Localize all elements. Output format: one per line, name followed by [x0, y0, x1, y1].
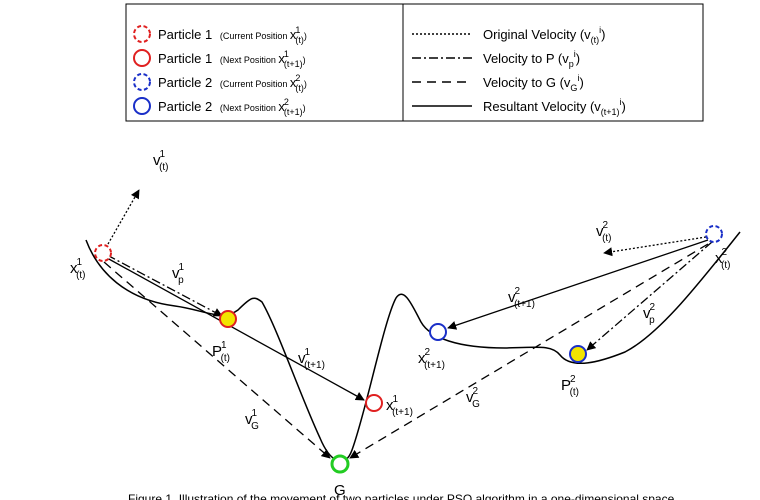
svg-text:Resultant Velocity (v(t+1)i): Resultant Velocity (v(t+1)i) — [483, 97, 626, 117]
legend-particle-label: Particle 2 — [158, 75, 212, 90]
svg-text:Velocity to G (vGi): Velocity to G (vGi) — [483, 73, 584, 93]
p2-resultant-velocity-arrow — [447, 239, 709, 330]
legend-particle-1-current: Particle 1 (Current Position x1(t)) — [133, 25, 307, 45]
label-v1-t1: v1(t+1) — [298, 347, 325, 371]
particle-2-next-marker — [429, 323, 447, 341]
legend-resultant-velocity: Resultant Velocity (v(t+1)i) — [412, 97, 626, 117]
legend: Particle 1 (Current Position x1(t)) Part… — [125, 3, 704, 122]
svg-text:Particle 1 (Current Po: Particle 1 (Current Position x1(t)) — [158, 25, 307, 45]
p2-personal-best-marker — [569, 345, 587, 363]
label-G: G — [334, 482, 346, 499]
legend-particle-label: Particle 1 — [158, 51, 212, 66]
legend-red-dashed-circle-icon — [133, 25, 151, 43]
figure-caption: Figure 1. Illustration of the movement o… — [128, 492, 675, 500]
legend-particle-note: (Current Position — [220, 31, 290, 41]
p2-velocity-to-p-arrow — [586, 241, 713, 351]
label-P2-t: P2(t) — [561, 374, 579, 398]
label-x1-t: x1(t) — [70, 257, 86, 281]
legend-particle-2-current: Particle 2 (Current Position x2(t)) — [133, 73, 307, 93]
svg-text:Particle 2 (Current Po: Particle 2 (Current Position x2(t)) — [158, 73, 307, 93]
svg-text:Particle 1 (Next Posit: Particle 1 (Next Position x1(t+1)) — [158, 49, 306, 69]
label-x2-t1: x2(t+1) — [418, 347, 445, 371]
legend-velocity-to-p: Velocity to P (vpi) — [412, 49, 580, 69]
particle-1-next-marker — [365, 394, 383, 412]
global-best-marker — [330, 454, 350, 474]
p1-personal-best-marker — [219, 310, 237, 328]
p2-original-velocity-arrow — [603, 236, 707, 257]
particle-2-current-marker — [705, 225, 723, 243]
label-v2-t1: v2(t+1) — [508, 286, 535, 310]
legend-original-velocity: Original Velocity (v(t)i) — [412, 25, 606, 45]
fitness-landscape-curve — [85, 231, 741, 462]
legend-red-solid-circle-icon — [133, 49, 151, 67]
p1-velocity-to-g-arrow — [103, 261, 331, 459]
legend-particle-label: Particle 2 — [158, 99, 212, 114]
label-x1-t1: x1(t+1) — [386, 394, 413, 418]
legend-particle-label: Particle 1 — [158, 27, 212, 42]
p1-resultant-velocity-arrow — [106, 257, 365, 401]
legend-particle-1-next: Particle 1 (Next Position x1(t+1)) — [133, 49, 306, 69]
legend-box — [125, 3, 704, 122]
svg-text:Velocity to P (vpi): Velocity to P (vpi) — [483, 49, 580, 69]
legend-particle-2-next: Particle 2 (Next Position x2(t+1)) — [133, 97, 306, 117]
p1-original-velocity-arrow — [103, 189, 140, 252]
label-P1-t: P1(t) — [212, 340, 230, 364]
particle-1-current-marker — [94, 244, 112, 262]
legend-blue-solid-circle-icon — [133, 97, 151, 115]
legend-blue-dashed-circle-icon — [133, 73, 151, 91]
label-x2-t: x2(t) — [715, 247, 731, 271]
legend-velocity-to-g: Velocity to G (vGi) — [412, 73, 584, 93]
svg-text:Original Velocity (v(t)i): Original Velocity (v(t)i) — [483, 25, 606, 45]
label-v1-t: v1(t) — [153, 149, 169, 173]
svg-text:Particle 2 (Next Posit: Particle 2 (Next Position x2(t+1)) — [158, 97, 306, 117]
label-v2-t: v2(t) — [596, 220, 612, 244]
p2-velocity-to-g-arrow — [349, 243, 709, 459]
p1-velocity-to-p-arrow — [106, 254, 223, 317]
